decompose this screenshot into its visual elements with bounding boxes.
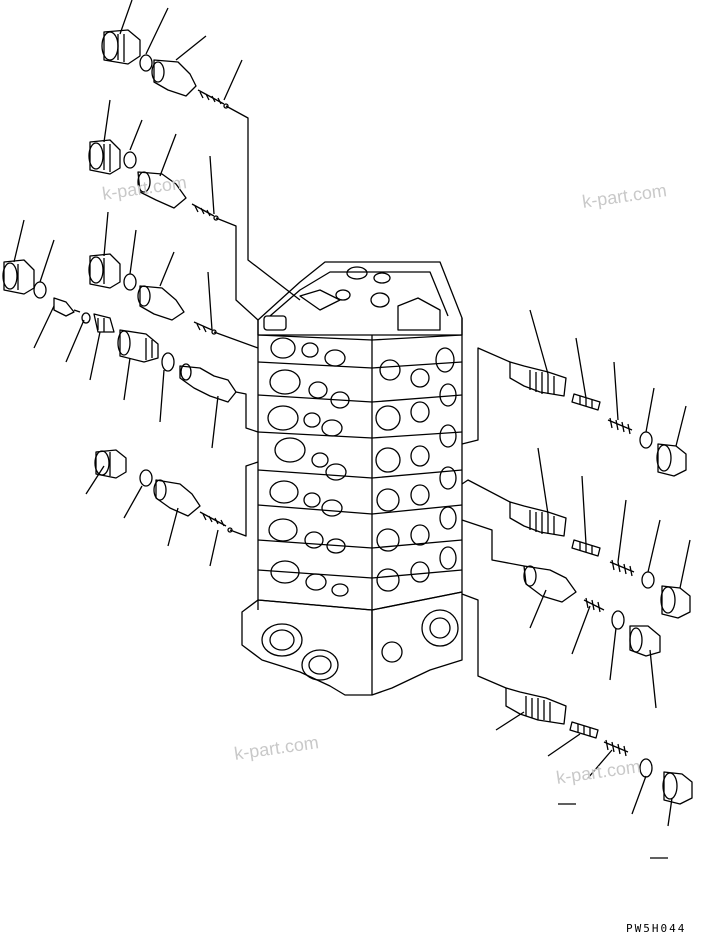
left-parts-row-3 <box>2 211 259 449</box>
right-parts-row-4 <box>461 593 693 859</box>
left-parts-row-1 <box>101 0 301 301</box>
left-parts-row-2 <box>88 99 259 321</box>
right-parts-row-1 <box>461 309 687 477</box>
right-parts-row-3 <box>461 519 661 709</box>
control-valve-body <box>241 261 463 696</box>
drawing-code: PW5H044 <box>626 922 687 935</box>
right-parts-row-2 <box>461 447 691 619</box>
left-parts-row-4 <box>85 449 259 567</box>
